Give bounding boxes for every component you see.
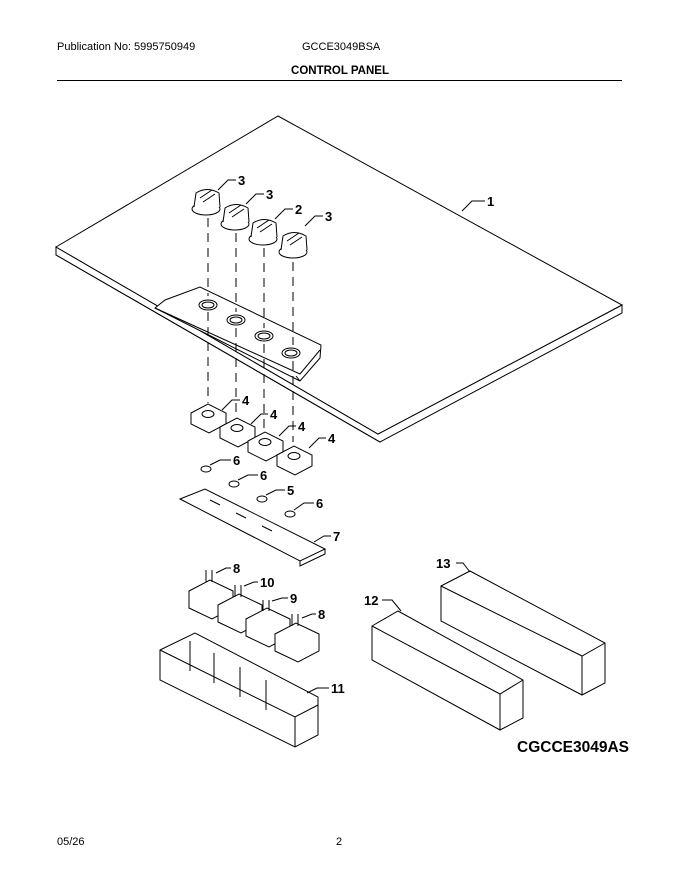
section-title: CONTROL PANEL [291, 65, 389, 77]
knob-2 [248, 219, 278, 246]
footer-date: 05/26 [57, 836, 85, 848]
footer-page-number: 2 [336, 836, 343, 848]
callout-13-shield: 13 [436, 556, 450, 571]
nut-6-b [228, 480, 240, 488]
callout-5: 5 [287, 483, 294, 498]
callout-12-shield: 12 [364, 593, 378, 608]
callout-8-a: 8 [233, 561, 240, 576]
callout-4-switch-a: 4 [242, 393, 250, 408]
knob-3-b [220, 204, 250, 231]
callout-7-bracket: 7 [333, 529, 340, 544]
thermostat-8-b [274, 614, 320, 663]
knob-3-a [191, 189, 221, 216]
callout-6-c: 6 [316, 496, 323, 511]
callout-3-knob-c: 3 [325, 209, 332, 224]
callout-8-b: 8 [318, 607, 325, 622]
leader-lines [209, 179, 485, 694]
callout-2-knob: 2 [295, 202, 302, 217]
header-rule [57, 80, 622, 81]
callout-1-panel: 1 [487, 194, 494, 209]
bracket-7 [178, 488, 327, 567]
callout-6-b: 6 [260, 468, 267, 483]
callout-6-a: 6 [233, 453, 240, 468]
cooktop-panel [55, 115, 624, 443]
shield-13 [440, 570, 606, 696]
shield-12 [371, 610, 524, 731]
callout-9: 9 [290, 591, 297, 606]
alignment-lines [207, 218, 294, 442]
callout-11-housing: 11 [331, 681, 345, 696]
switch-4-d [276, 445, 313, 476]
nut-5 [256, 495, 268, 503]
housing-11 [159, 632, 319, 748]
model-number: GCCE3049BSA [302, 41, 381, 53]
callout-4-switch-b: 4 [270, 407, 278, 422]
control-panel-strip [154, 286, 322, 382]
callout-labels: 1 3 3 2 3 4 4 4 4 6 6 5 6 7 8 10 9 8 11 … [233, 173, 494, 696]
drawing-code: CGCCE3049AS [517, 739, 629, 756]
callout-3-knob-a: 3 [238, 173, 245, 188]
callout-4-switch-d: 4 [328, 431, 336, 446]
publication-number: Publication No: 5995750949 [57, 41, 196, 53]
switch-4-b [219, 417, 256, 448]
callout-3-knob-b: 3 [266, 187, 273, 202]
callout-10: 10 [260, 575, 274, 590]
nut-6-c [284, 510, 296, 518]
knob-3-c [278, 232, 308, 259]
nut-6-a [200, 465, 212, 473]
switch-4-c [247, 431, 284, 462]
callout-4-switch-c: 4 [298, 419, 306, 434]
